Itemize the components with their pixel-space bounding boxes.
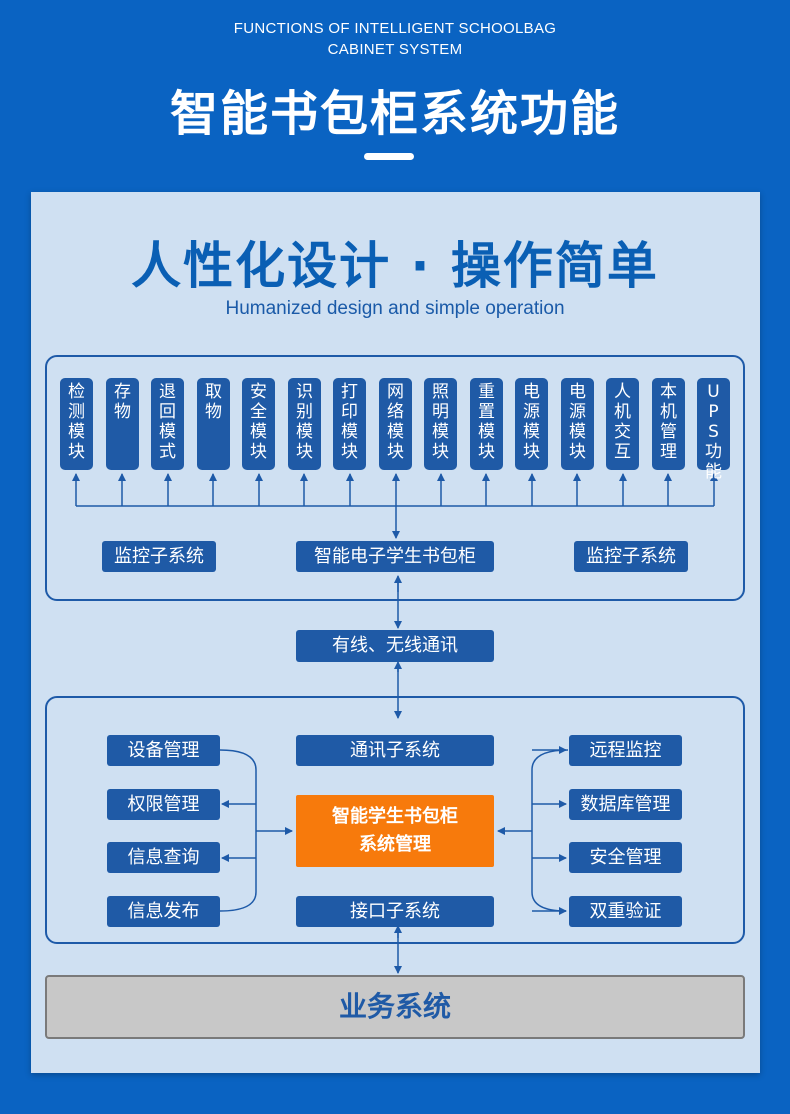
module-security: 安全模块 (242, 378, 275, 470)
module-lighting: 照明模块 (424, 378, 457, 470)
module-retrieve: 取 物 (197, 378, 230, 470)
panel-subline: Humanized design and simple operation (225, 298, 565, 319)
module-local-management: 本机管理 (652, 378, 685, 470)
permission-management: 权限管理 (107, 789, 220, 820)
information-query: 信息查询 (107, 842, 220, 873)
module-ups: UPS功能 (697, 378, 730, 482)
core-title-line-1: 智能学生书包柜 (332, 806, 458, 827)
business-system: 业务系统 (45, 975, 745, 1039)
module-power-2: 电源模块 (561, 378, 594, 470)
monitor-subsystem-right: 监控子系统 (574, 541, 688, 572)
module-detection: 检测模块 (60, 378, 93, 470)
chinese-title: 智能书包柜系统功能 (169, 86, 620, 142)
dual-verification: 双重验证 (569, 896, 682, 927)
remote-monitoring: 远程监控 (569, 735, 682, 766)
module-print: 打印模块 (333, 378, 366, 470)
wired-wireless-communication: 有线、无线通讯 (296, 630, 494, 662)
information-release: 信息发布 (107, 896, 220, 927)
bottom-group-frame (45, 696, 745, 944)
database-management: 数据库管理 (569, 789, 682, 820)
module-store: 存 物 (106, 378, 139, 470)
interface-subsystem: 接口子系统 (296, 896, 494, 927)
module-return-mode: 退回模式 (151, 378, 184, 470)
module-network: 网络模块 (379, 378, 412, 470)
core-title-line-2: 系统管理 (359, 834, 431, 855)
module-power-1: 电源模块 (515, 378, 548, 470)
top-group-frame (45, 355, 745, 601)
system-management-core: 智能学生书包柜 系统管理 (296, 795, 494, 867)
smart-schoolbag-cabinet: 智能电子学生书包柜 (296, 541, 494, 572)
panel-headline: 人性化设计 · 操作简单 (131, 237, 659, 295)
security-management: 安全管理 (569, 842, 682, 873)
monitor-subsystem-left: 监控子系统 (102, 541, 216, 572)
module-reset: 重置模块 (470, 378, 503, 470)
communication-subsystem: 通讯子系统 (296, 735, 494, 766)
title-underline (364, 153, 414, 160)
english-title: FUNCTIONS OF INTELLIGENT SCHOOLBAG CABIN… (0, 18, 790, 60)
module-hci: 人机交互 (606, 378, 639, 470)
module-recognition: 识别模块 (288, 378, 321, 470)
english-title-line-2: CABINET SYSTEM (327, 41, 463, 58)
english-title-line-1: FUNCTIONS OF INTELLIGENT SCHOOLBAG (233, 20, 557, 37)
device-management: 设备管理 (107, 735, 220, 766)
